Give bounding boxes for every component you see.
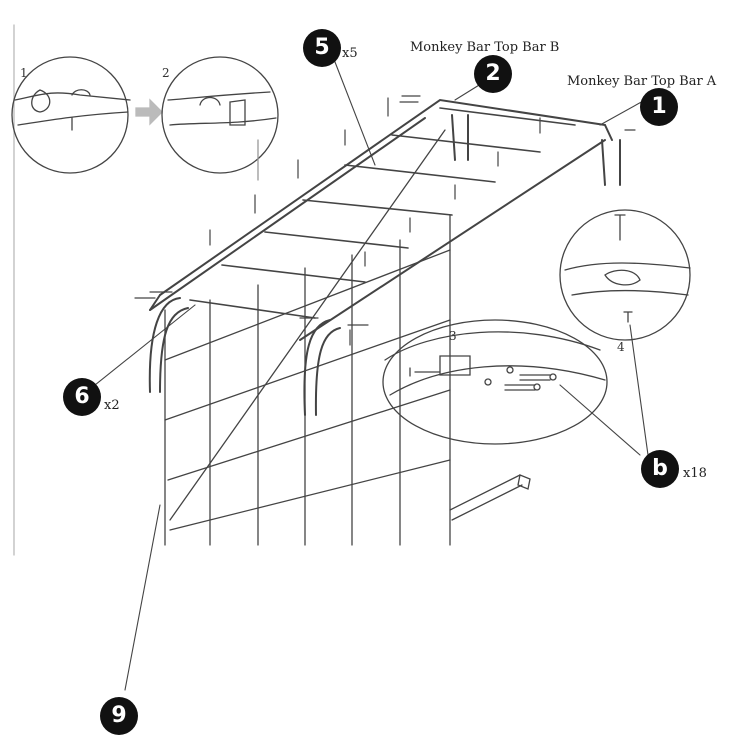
multiplier-6: x2	[104, 398, 120, 413]
bolts	[134, 95, 636, 346]
label-top-bar-b: Monkey Bar Top Bar B	[410, 40, 560, 55]
step-4-label: 4	[617, 340, 625, 354]
arrow-icon	[135, 98, 163, 126]
detail-circle-1	[11, 56, 129, 174]
step-2-label: 2	[162, 66, 170, 80]
callout-6: 6	[63, 378, 101, 416]
detail-circle-4	[559, 209, 691, 341]
callout-b: b	[641, 450, 679, 488]
step-3-label: 3	[449, 329, 457, 343]
top-rail-frame	[149, 98, 613, 341]
callout-9: 9	[100, 697, 138, 735]
step-1-label: 1	[20, 66, 28, 80]
multiplier-5: x5	[342, 46, 358, 61]
callout-1: 1	[640, 88, 678, 126]
leader-lines	[94, 61, 649, 691]
label-top-bar-a: Monkey Bar Top Bar A	[567, 74, 717, 89]
callout-2: 2	[474, 55, 512, 93]
side-tube	[449, 474, 523, 521]
detail-circle-3	[382, 319, 608, 445]
curved-posts	[148, 114, 621, 416]
monkey-bar-rungs	[189, 107, 576, 319]
climbing-net	[164, 129, 451, 546]
multiplier-b: x18	[683, 466, 707, 481]
callout-5: 5	[303, 29, 341, 67]
detail-circle-2	[161, 56, 279, 174]
tube-end-cap	[517, 474, 531, 490]
